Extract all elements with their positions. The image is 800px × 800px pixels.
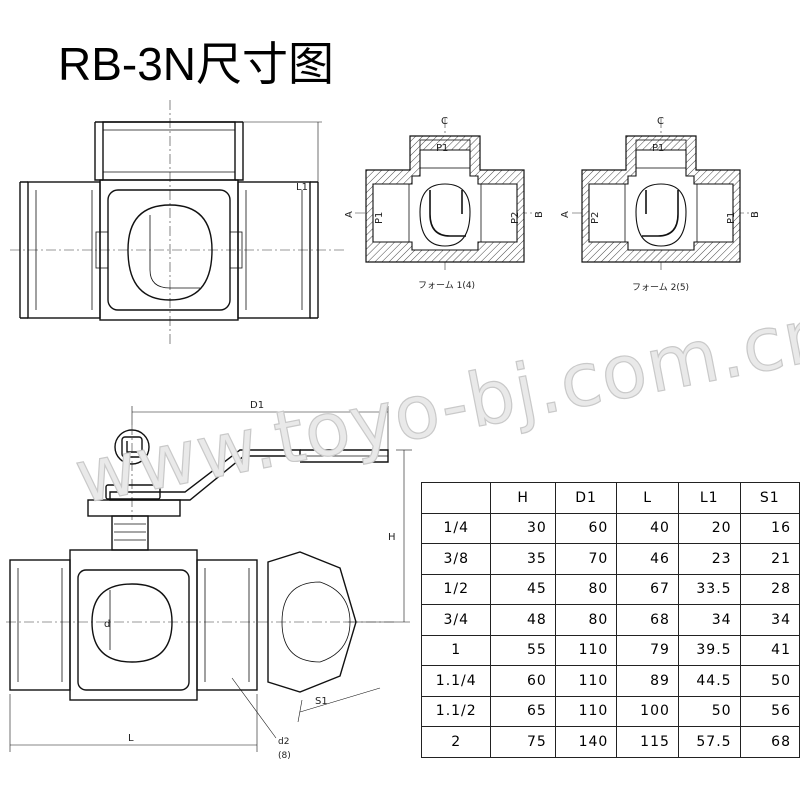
cell-h: 55 [490,634,556,666]
cell-s1: 56 [739,695,800,727]
form2-port-c: C [657,116,664,127]
form1-port-a: A [344,211,355,218]
cell-d1: 110 [554,695,618,727]
cell-d1: 110 [554,665,618,697]
cell-h: 35 [490,543,556,575]
d2-label: d2 [278,737,289,747]
cell-l1: 23 [677,543,741,575]
cell-size: 1 [420,634,492,666]
cell-l: 68 [616,604,679,636]
d2-note: (8) [278,751,291,761]
cell-l1: 33.5 [677,573,741,605]
page-title: RB-3N尺寸图 [58,38,335,90]
header-s1: S1 [739,482,800,514]
header-size [420,482,492,514]
cell-d1: 70 [554,543,618,575]
top-view-l1-label: L1 [296,182,308,193]
cell-d1: 140 [554,726,618,758]
header-l1: L1 [677,482,741,514]
d1-label: D1 [250,400,264,411]
cell-size: 3/4 [420,604,492,636]
cell-l1: 34 [677,604,741,636]
cell-h: 75 [490,726,556,758]
cell-l: 115 [616,726,679,758]
cell-l: 46 [616,543,679,575]
form1-section: C P1 A P1 P2 B フォーム 1(4) [344,116,545,291]
cell-h: 45 [490,573,556,605]
form2-p-left: P2 [590,212,601,224]
s1-label: S1 [315,696,328,707]
cell-l: 79 [616,634,679,666]
cell-l1: 44.5 [677,665,741,697]
cell-l: 40 [616,512,679,544]
front-view: D1 H d [6,400,412,761]
cell-l1: 39.5 [677,634,741,666]
cell-h: 30 [490,512,556,544]
table-row: 3/4 48 80 68 34 34 [420,604,800,636]
table-row: 3/8 35 70 46 23 21 [420,543,800,575]
l-label: L [128,733,134,744]
cell-d1: 110 [554,634,618,666]
cell-size: 1/4 [420,512,492,544]
cell-l1: 20 [677,512,741,544]
h-label: H [388,532,396,543]
header-l: L [616,482,679,514]
cell-l: 89 [616,665,679,697]
header-d1: D1 [554,482,618,514]
cell-s1: 34 [739,604,800,636]
cell-s1: 41 [739,634,800,666]
form2-port-b: B [750,211,761,218]
cell-size: 1.1/2 [420,695,492,727]
cell-s1: 68 [739,726,800,758]
cell-s1: 28 [739,573,800,605]
cell-size: 1.1/4 [420,665,492,697]
d-label: d [104,619,110,630]
cell-d1: 80 [554,604,618,636]
cell-h: 65 [490,695,556,727]
form2-port-a: A [560,211,571,218]
table-row: 1 55 110 79 39.5 41 [420,634,800,666]
header-h: H [490,482,556,514]
form2-caption: フォーム 2(5) [632,282,689,293]
table-row: 1/4 30 60 40 20 16 [420,512,800,544]
cell-h: 60 [490,665,556,697]
cell-size: 1/2 [420,573,492,605]
form1-caption: フォーム 1(4) [418,280,475,291]
form1-p-top: P1 [436,143,448,154]
form1-port-c: C [441,116,448,127]
table-row: 1/2 45 80 67 33.5 28 [420,573,800,605]
table-row: 1.1/4 60 110 89 44.5 50 [420,665,800,697]
table-row: 2 75 140 115 57.5 68 [420,726,800,758]
cell-l: 67 [616,573,679,605]
cell-size: 3/8 [420,543,492,575]
cell-l1: 50 [677,695,741,727]
cell-s1: 16 [739,512,800,544]
form1-p-right: P2 [510,212,521,224]
form1-port-b: B [534,211,545,218]
top-view: L1 [10,100,345,345]
dimension-table: H D1 L L1 S1 1/4 30 60 40 20 16 3/8 35 7… [420,482,800,758]
table-row: 1.1/2 65 110 100 50 56 [420,695,800,727]
form2-section: C P1 A P2 P1 B フォーム 2(5) [560,116,761,293]
cell-h: 48 [490,604,556,636]
cell-size: 2 [420,726,492,758]
cell-s1: 21 [739,543,800,575]
form2-p-right: P1 [726,212,737,224]
form1-p-left: P1 [374,212,385,224]
table-header-row: H D1 L L1 S1 [420,482,800,514]
cell-d1: 60 [554,512,618,544]
cell-l: 100 [616,695,679,727]
cell-d1: 80 [554,573,618,605]
cell-s1: 50 [739,665,800,697]
cell-l1: 57.5 [677,726,741,758]
form2-p-top: P1 [652,143,664,154]
